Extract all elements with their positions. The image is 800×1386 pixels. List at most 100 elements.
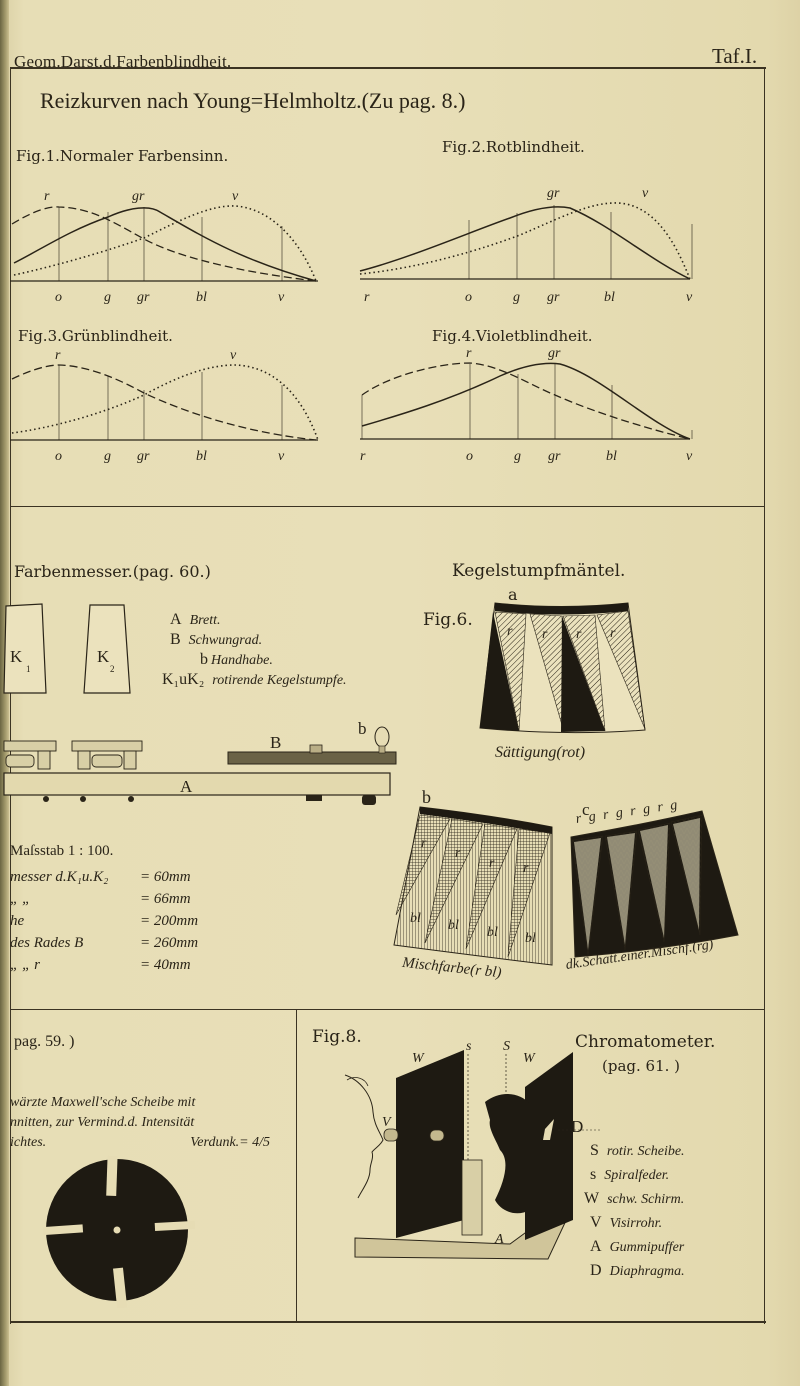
svg-text:bl: bl [606, 449, 617, 464]
svg-text:r: r [523, 861, 529, 876]
svg-text:v: v [686, 449, 693, 464]
measurement-row: messer d.K₁u.K₂= 60mm [10, 869, 191, 885]
svg-text:bl: bl [410, 911, 421, 926]
fig2-peak-v: v [642, 186, 649, 201]
measurements-list: messer d.K₁u.K₂= 60mm „ „= 66mm he= 200m… [10, 866, 198, 976]
fig8-label: Fig.8. [312, 1027, 362, 1047]
curves-section-title: Reizkurven nach Young=Helmholtz.(Zu pag.… [40, 88, 466, 113]
svg-text:bl: bl [448, 918, 459, 933]
fig1-peak-gr: gr [132, 189, 145, 204]
measurement-row: he= 200mm [10, 913, 199, 929]
frame-top [10, 67, 766, 69]
svg-text:gr: gr [548, 449, 561, 464]
fig4-chart: r gr r o g gr bl v [360, 346, 693, 464]
fig4-peak-gr: gr [548, 346, 561, 361]
svg-text:V: V [382, 1115, 392, 1130]
wheel-label: B [270, 733, 281, 752]
svg-text:gr: gr [547, 290, 560, 305]
svg-text:r: r [364, 290, 370, 305]
chromatometer-title: Chromatometer. [575, 1032, 716, 1052]
maxwell-ref: pag. 59. ) [14, 1033, 75, 1050]
svg-text:r: r [421, 836, 427, 851]
kegel-title: Kegelstumpfmäntel. [452, 561, 626, 581]
fig6-c-pattern [570, 810, 739, 958]
svg-text:A: A [494, 1232, 504, 1247]
fig3-title: Fig.3.Grünblindheit. [18, 327, 173, 345]
scale-note: Maſsstab 1 : 100. [10, 843, 114, 859]
farbenmesser-apparatus: K 1 K 2 B b [3, 603, 397, 770]
svg-text:gr: gr [137, 290, 150, 305]
svg-text:1: 1 [26, 664, 31, 674]
svg-text:o: o [466, 449, 473, 464]
running-title: Geom.Darst.d.Farbenblindheit. [14, 52, 232, 71]
fig4-peak-r: r [466, 346, 472, 361]
fig1-chart: r gr v o g gr bl v [10, 189, 318, 305]
fig6-label: Fig.6. [423, 610, 473, 630]
svg-text:g: g [513, 290, 520, 305]
fig2-title: Fig.2.Rotblindheit. [442, 138, 585, 156]
fig1-peak-r: r [44, 189, 50, 204]
svg-text:gr: gr [137, 449, 150, 464]
darkening-ratio: Verdunk.= 4/5 [190, 1135, 270, 1150]
svg-text:g: g [104, 449, 111, 464]
measurement-row: des Rades B= 260mm [10, 935, 199, 951]
cone-k1-label: K [10, 647, 23, 666]
handle-label: b [358, 719, 367, 738]
svg-text:v: v [278, 449, 285, 464]
fig6-a-label: a [508, 585, 518, 604]
svg-text:o: o [465, 290, 472, 305]
svg-text:bl: bl [196, 449, 207, 464]
diaphragm-label: D [571, 1117, 584, 1136]
svg-text:v: v [686, 290, 693, 305]
svg-text:v: v [278, 290, 285, 305]
fig6-a-caption: Sättigung(rot) [495, 744, 586, 761]
frame-divider-vertical [296, 1009, 297, 1322]
fig2-chart: gr v r o g gr bl v [359, 186, 693, 305]
svg-text:r: r [455, 846, 461, 861]
maxwell-disc [42, 1155, 196, 1309]
svg-text:s: s [466, 1039, 472, 1054]
measurement-row: „ „= 66mm [10, 891, 191, 907]
board-label: A [180, 777, 193, 796]
farbenmesser-board: A [3, 772, 391, 805]
svg-text:r: r [610, 626, 616, 641]
fig3-peak-r: r [55, 348, 61, 363]
svg-text:r: r [542, 627, 548, 642]
fig2-peak-gr: gr [547, 186, 560, 201]
svg-text:o: o [55, 290, 62, 305]
svg-text:g: g [104, 290, 111, 305]
frame-right [764, 67, 765, 1324]
svg-text:bl: bl [487, 925, 498, 940]
fig1-title: Fig.1.Normaler Farbensinn. [16, 147, 229, 165]
plate-label: Taf.I. [712, 44, 758, 68]
fig6-a-pattern: r r r r [479, 602, 646, 734]
cone-k2-label: K [97, 647, 110, 666]
fig3-chart: r v o g gr bl v [10, 348, 319, 464]
measurement-row: „ „ r= 40mm [10, 957, 191, 973]
chromatometer-apparatus: W W s S V A [344, 1039, 600, 1260]
svg-text:bl: bl [525, 931, 536, 946]
fig3-peak-v: v [230, 348, 237, 363]
svg-text:W: W [412, 1051, 425, 1066]
svg-text:o: o [55, 449, 62, 464]
svg-text:bl: bl [196, 290, 207, 305]
fig6-b-label: b [422, 787, 431, 807]
fig6-c-label: c [582, 800, 590, 819]
svg-text:r: r [360, 449, 366, 464]
chromatometer-ref: (pag. 61. ) [602, 1057, 681, 1075]
fig6-b-pattern: r r r r bl bl bl bl [393, 806, 553, 966]
svg-text:r: r [507, 624, 513, 639]
maxwell-description: wärzte Maxwell'sche Scheibe mit nnitten,… [10, 1093, 290, 1153]
frame-left [10, 67, 11, 1324]
